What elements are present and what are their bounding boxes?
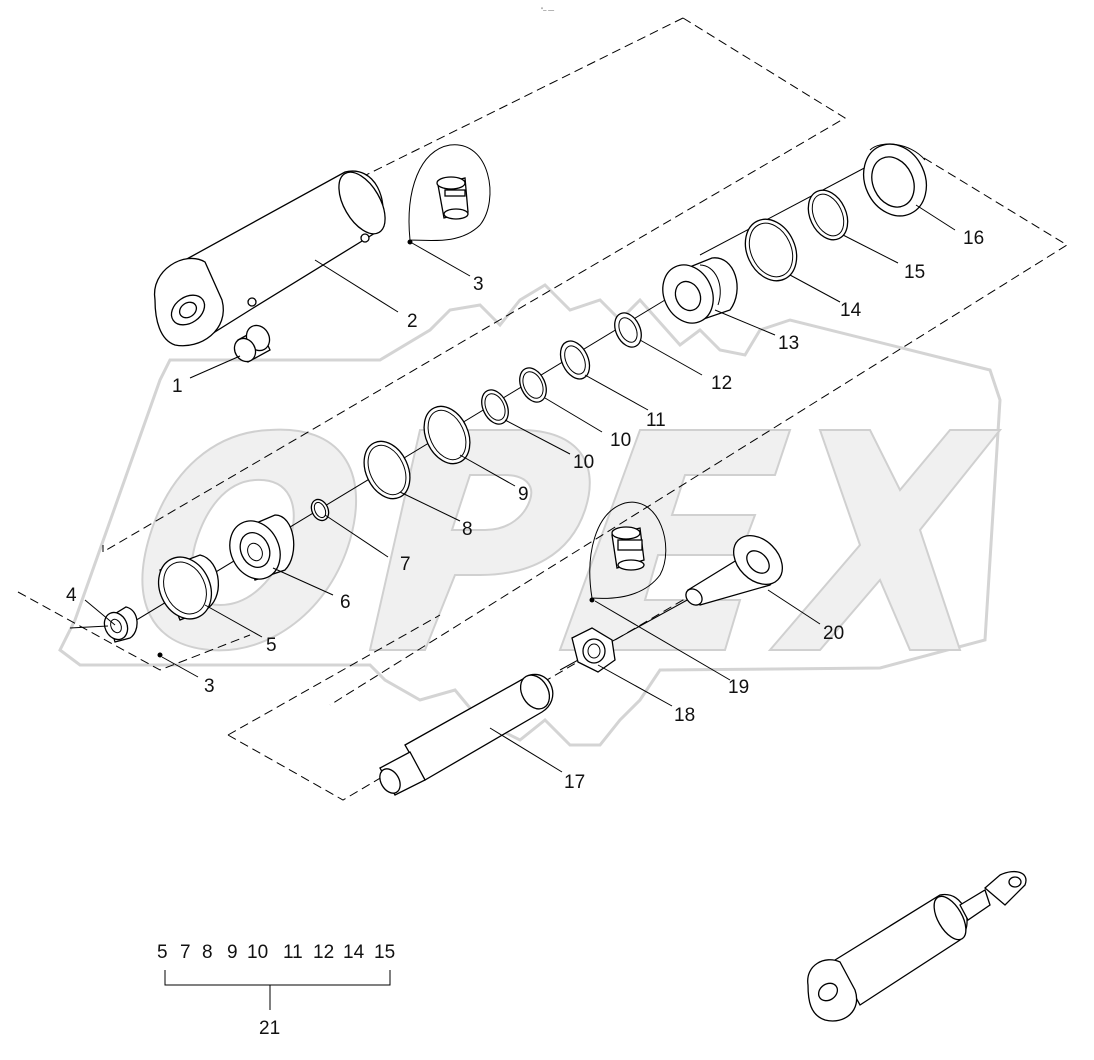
kit-member-14: 14 xyxy=(343,942,365,963)
seal-ring-part-11 xyxy=(559,340,591,380)
sleeve-part-5 xyxy=(157,554,219,621)
seal-group-boundary-left xyxy=(17,591,251,671)
watermark-letter-x xyxy=(767,429,1003,651)
callout-20: 20 xyxy=(823,623,844,644)
repair-kit-legend: 5 7 8 9 10 11 12 14 15 21 xyxy=(157,942,395,1039)
cylinder-tube xyxy=(153,170,386,347)
callout-8: 8 xyxy=(462,519,473,540)
kit-number-21: 21 xyxy=(259,1018,280,1039)
leader-lines xyxy=(69,204,956,773)
callout-11: 11 xyxy=(646,410,666,431)
gland-nut-part-16 xyxy=(862,143,928,217)
callout-18: 18 xyxy=(674,705,695,726)
kit-member-8: 8 xyxy=(202,942,213,963)
rod-group-boundary-top xyxy=(227,614,441,736)
header-mark: ″– — xyxy=(541,8,554,14)
callout-10-lower: 10 xyxy=(573,452,594,473)
hex-nut-part-18 xyxy=(571,627,616,673)
grease-nipple-dot xyxy=(407,239,413,245)
grease-nipple-dot-lower xyxy=(157,652,163,658)
callout-16: 16 xyxy=(963,228,984,249)
callout-6: 6 xyxy=(340,592,351,613)
wear-ring-part-10a xyxy=(519,367,547,403)
callout-3-upper: 3 xyxy=(473,274,484,295)
grease-nipple-dot-19 xyxy=(589,597,595,603)
kit-member-10: 10 xyxy=(247,942,268,963)
callout-3-lower: 3 xyxy=(204,676,215,697)
watermark-letter-p xyxy=(368,429,591,651)
callout-12: 12 xyxy=(711,373,732,394)
callout-14: 14 xyxy=(840,300,862,321)
callout-labels: 1 2 3 3 4 5 6 7 8 9 10 10 11 12 13 14 15… xyxy=(66,228,984,793)
callout-15: 15 xyxy=(904,262,925,283)
kit-member-11: 11 xyxy=(283,942,303,963)
grease-nipple-lower xyxy=(611,526,645,571)
upper-group-boundary xyxy=(102,17,846,553)
upper-axis-line xyxy=(699,164,871,256)
callout-10-upper: 10 xyxy=(610,430,631,451)
grease-nipple-detail-bubble xyxy=(408,144,491,242)
kit-member-15: 15 xyxy=(374,942,395,963)
callout-13: 13 xyxy=(778,333,799,354)
seal-group-boundary xyxy=(329,157,1068,706)
seal-ring-part-12 xyxy=(614,312,642,348)
callout-9: 9 xyxy=(518,484,529,505)
rod-eye-part-20 xyxy=(685,535,783,606)
guide-head-part-13 xyxy=(662,257,738,324)
callout-7: 7 xyxy=(400,554,411,575)
watermark-gear-outline xyxy=(58,283,1002,747)
callout-4: 4 xyxy=(66,585,77,606)
backup-ring-part-14 xyxy=(744,218,798,282)
kit-member-5: 5 xyxy=(157,942,168,963)
assembled-cylinder-thumbnail xyxy=(807,871,1027,1022)
callout-17: 17 xyxy=(564,772,585,793)
callout-2: 2 xyxy=(407,311,418,332)
callout-1: 1 xyxy=(172,376,183,397)
grease-nipple-detail-bubble-lower xyxy=(589,501,667,599)
grease-nipple-upper xyxy=(436,176,469,220)
o-ring-part-15 xyxy=(807,189,849,241)
wear-ring-part-10b xyxy=(481,389,509,425)
callout-19: 19 xyxy=(728,677,749,698)
piston-part-6 xyxy=(229,514,295,581)
bushing-part-4 xyxy=(103,606,138,643)
kit-member-12: 12 xyxy=(313,942,334,963)
kit-member-9: 9 xyxy=(227,942,238,963)
callout-5: 5 xyxy=(266,635,277,656)
o-ring-part-7 xyxy=(310,498,330,522)
kit-bracket xyxy=(164,970,391,986)
bushing-part-1 xyxy=(233,324,271,363)
piston-rod-part-17 xyxy=(379,673,554,796)
kit-member-7: 7 xyxy=(180,942,191,963)
